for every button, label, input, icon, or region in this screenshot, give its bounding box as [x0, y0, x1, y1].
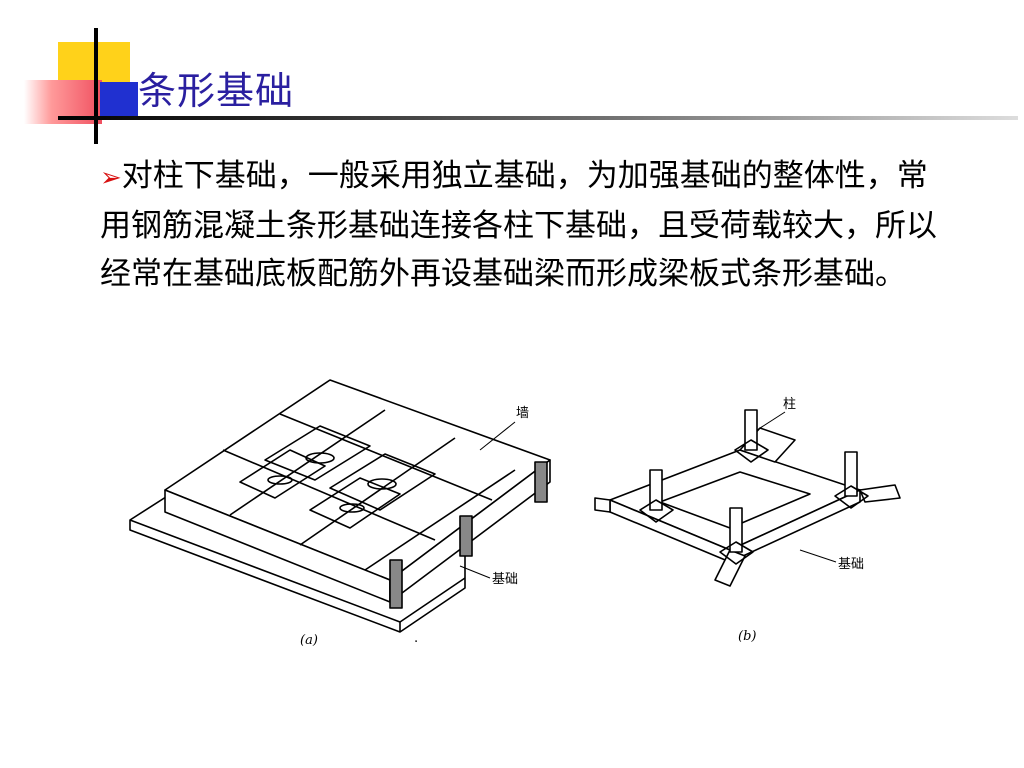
caption-b: (b): [738, 629, 756, 644]
diagram-a-strip-foundation: 墙 基础 (a) .: [129, 379, 551, 648]
decor-blue-square: [100, 82, 138, 120]
label-foundation-b: 基础: [838, 557, 864, 572]
arrow-bullet-icon: ➢: [100, 163, 122, 193]
title-underline: [58, 116, 1018, 120]
decor-vertical-line: [94, 28, 98, 144]
bullet-text: 对柱下基础，一般采用独立基础，为加强基础的整体性，常用钢筋混凝土条形基础连接各柱…: [100, 158, 937, 292]
label-foundation-a: 基础: [492, 572, 518, 587]
diagram-b-column-foundation: 柱 基础 (b): [594, 397, 901, 644]
bullet-paragraph: ➢对柱下基础，一般采用独立基础，为加强基础的整体性，常用钢筋混凝土条形基础连接各…: [100, 152, 940, 298]
slide-title: 条形基础: [138, 69, 295, 113]
label-column: 柱: [783, 397, 796, 412]
label-wall: 墙: [516, 406, 529, 421]
caption-a: (a): [300, 633, 318, 648]
stray-dot: .: [414, 631, 418, 646]
foundation-figure: 墙 基础 (a) . 柱 基础 (b): [129, 379, 901, 648]
